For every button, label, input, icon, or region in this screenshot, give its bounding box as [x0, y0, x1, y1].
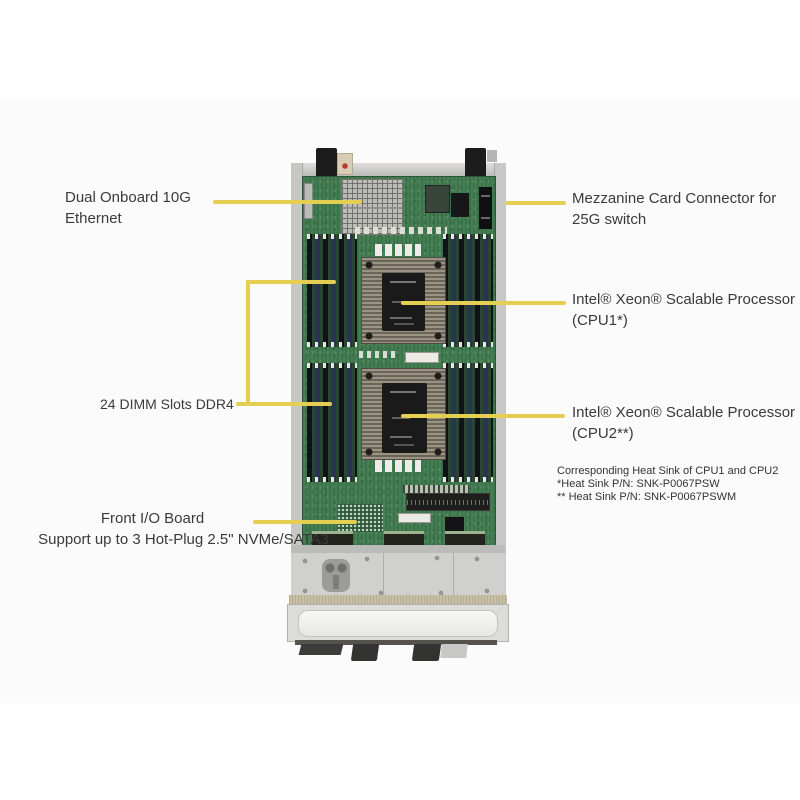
chip-bottom [445, 517, 464, 532]
label-heatsink-note: Corresponding Heat Sink of CPU1 and CPU2… [557, 465, 778, 504]
cpu2-heatsink-label-plate [382, 383, 427, 453]
mezzanine-connector [479, 187, 492, 229]
callout-line-dimm-bottom [236, 402, 332, 406]
tray-keyhole-cutout [322, 559, 350, 592]
label-mezzanine: Mezzanine Card Connector for 25G switch [572, 188, 776, 230]
callout-line-ethernet [213, 200, 362, 204]
dimm-bank-upper-right [443, 234, 493, 347]
latch-pin-right [487, 150, 497, 162]
callout-line-cpu1 [401, 301, 566, 305]
tray-bottom-band [291, 545, 505, 553]
label-line: 24 DIMM Slots DDR4 [100, 396, 234, 412]
sticker-bottom-1 [398, 513, 431, 523]
bezel-trim-strip [289, 595, 507, 604]
dimm-bank-upper-left [307, 234, 357, 347]
chip-black [451, 193, 469, 217]
riser-connector-small [403, 485, 469, 493]
bezel-body [287, 604, 509, 642]
drive-edge-connector-1 [312, 531, 353, 547]
capacitor-row-top [355, 227, 447, 234]
ethernet-controller-heatsink [341, 179, 403, 235]
callout-line-cpu2 [401, 414, 565, 418]
label-line: Intel® Xeon® Scalable Processor [572, 404, 796, 421]
vrm-row-cpu2 [375, 460, 421, 472]
cpu1-heatsink [361, 257, 446, 344]
latch-left [316, 148, 337, 178]
bezel-foot-light [440, 644, 468, 658]
label-line: Intel® Xeon® Scalable Processor [572, 291, 796, 308]
bezel-foot-2 [350, 644, 380, 661]
label-line: Mezzanine Card Connector for [572, 190, 777, 207]
label-line: ** Heat Sink P/N: SNK-P0067PSWM [557, 491, 737, 503]
latch-label [337, 153, 353, 175]
bezel-handle-bar [298, 610, 498, 637]
drive-edge-connector-2 [384, 531, 424, 547]
label-front-io-line1: Front I/O Board [100, 510, 205, 527]
label-line: Dual Onboard 10G [65, 189, 191, 206]
label-dimm-slots: 24 DIMM Slots DDR4 [100, 394, 234, 415]
callout-line-dimm-top [246, 280, 336, 284]
callout-line-mezzanine [505, 201, 566, 205]
latch-right [465, 148, 486, 178]
dimm-bank-lower-right [443, 363, 493, 482]
label-line: Ethernet [65, 210, 122, 227]
callout-line-dimm-vertical [246, 280, 250, 406]
label-dual-ethernet: Dual Onboard 10G Ethernet [65, 187, 191, 229]
bezel-foot-3 [411, 644, 442, 661]
label-line: 25G switch [572, 211, 647, 228]
label-front-io-line2: Support up to 3 Hot-Plug 2.5" NVMe/SATA3 [38, 531, 329, 548]
bezel-foot-1 [298, 644, 344, 655]
label-line: (CPU2**) [572, 425, 634, 442]
label-line: Corresponding Heat Sink of CPU1 and CPU2 [557, 465, 779, 477]
dimm-bank-lower-left [307, 363, 357, 482]
mid-board-sticker [405, 352, 439, 363]
chip-bmc [425, 185, 450, 213]
label-line: (CPU1*) [572, 312, 628, 329]
motherboard-pcb [302, 176, 496, 547]
bezel-under-strip [295, 640, 497, 645]
label-cpu2: Intel® Xeon® Scalable Processor (CPU2**) [572, 402, 795, 444]
front-io-board-pads [337, 504, 383, 532]
callout-line-front-io [253, 520, 357, 524]
riser-connector-long [406, 493, 490, 511]
label-line: *Heat Sink P/N: SNK-P0067PSW [557, 478, 720, 490]
vrm-row-cpu1 [375, 244, 421, 256]
mid-board-components [359, 351, 399, 358]
drive-edge-connector-3 [445, 531, 485, 547]
label-cpu1: Intel® Xeon® Scalable Processor (CPU1*) [572, 289, 795, 331]
